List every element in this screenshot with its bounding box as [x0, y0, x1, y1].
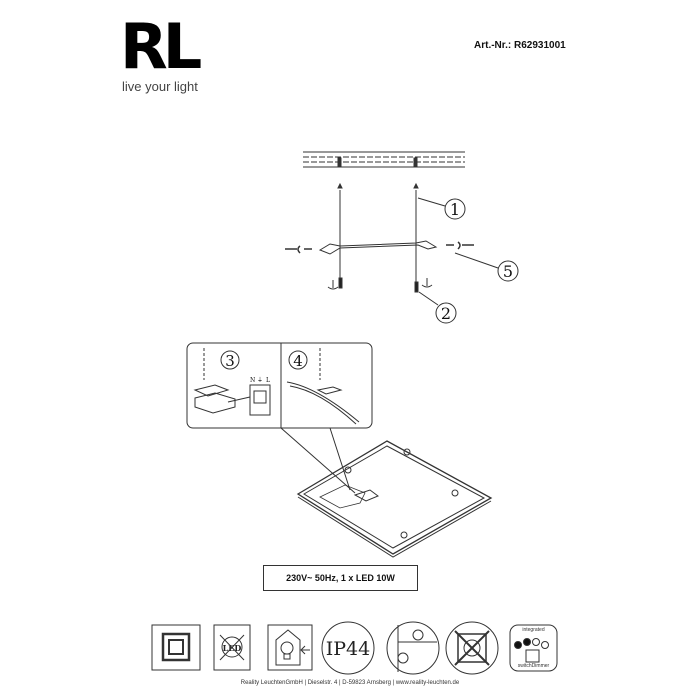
- detail-inset: 3 4 N ⏚ L: [186, 342, 373, 429]
- leader-line: [329, 427, 351, 491]
- callout-1: 1: [417, 197, 466, 220]
- svg-text:L: L: [266, 377, 270, 384]
- electrical-spec-label: 230V~ 50Hz, 1 x LED 10W: [263, 565, 418, 591]
- svg-text:N: N: [250, 377, 255, 384]
- panel-light-illustration: [296, 440, 493, 558]
- suspension-cables: [327, 182, 433, 293]
- svg-text:5: 5: [503, 262, 513, 281]
- company-footer: Reality LeuchtenGmbH | Dieselstr. 4 | D-…: [240, 680, 460, 686]
- mounting-bracket: [285, 240, 474, 255]
- leader-line: [280, 427, 356, 494]
- brand-tagline: live your light: [122, 79, 198, 94]
- callout-5: 5: [454, 252, 519, 282]
- svg-text:⏚: ⏚: [257, 377, 263, 384]
- svg-text:3: 3: [225, 352, 235, 370]
- svg-text:2: 2: [441, 304, 451, 323]
- svg-text:1: 1: [450, 200, 460, 219]
- switch-dimmer-label: switchDimmer: [517, 663, 550, 669]
- brand-logo: RL: [120, 10, 202, 83]
- integrated-label: integrated: [522, 627, 545, 633]
- ceiling-wall-illustration: [303, 151, 465, 168]
- callout-2: 2: [418, 291, 457, 324]
- svg-text:4: 4: [293, 352, 303, 370]
- article-number: Art.-Nr.: R62931001: [474, 40, 566, 51]
